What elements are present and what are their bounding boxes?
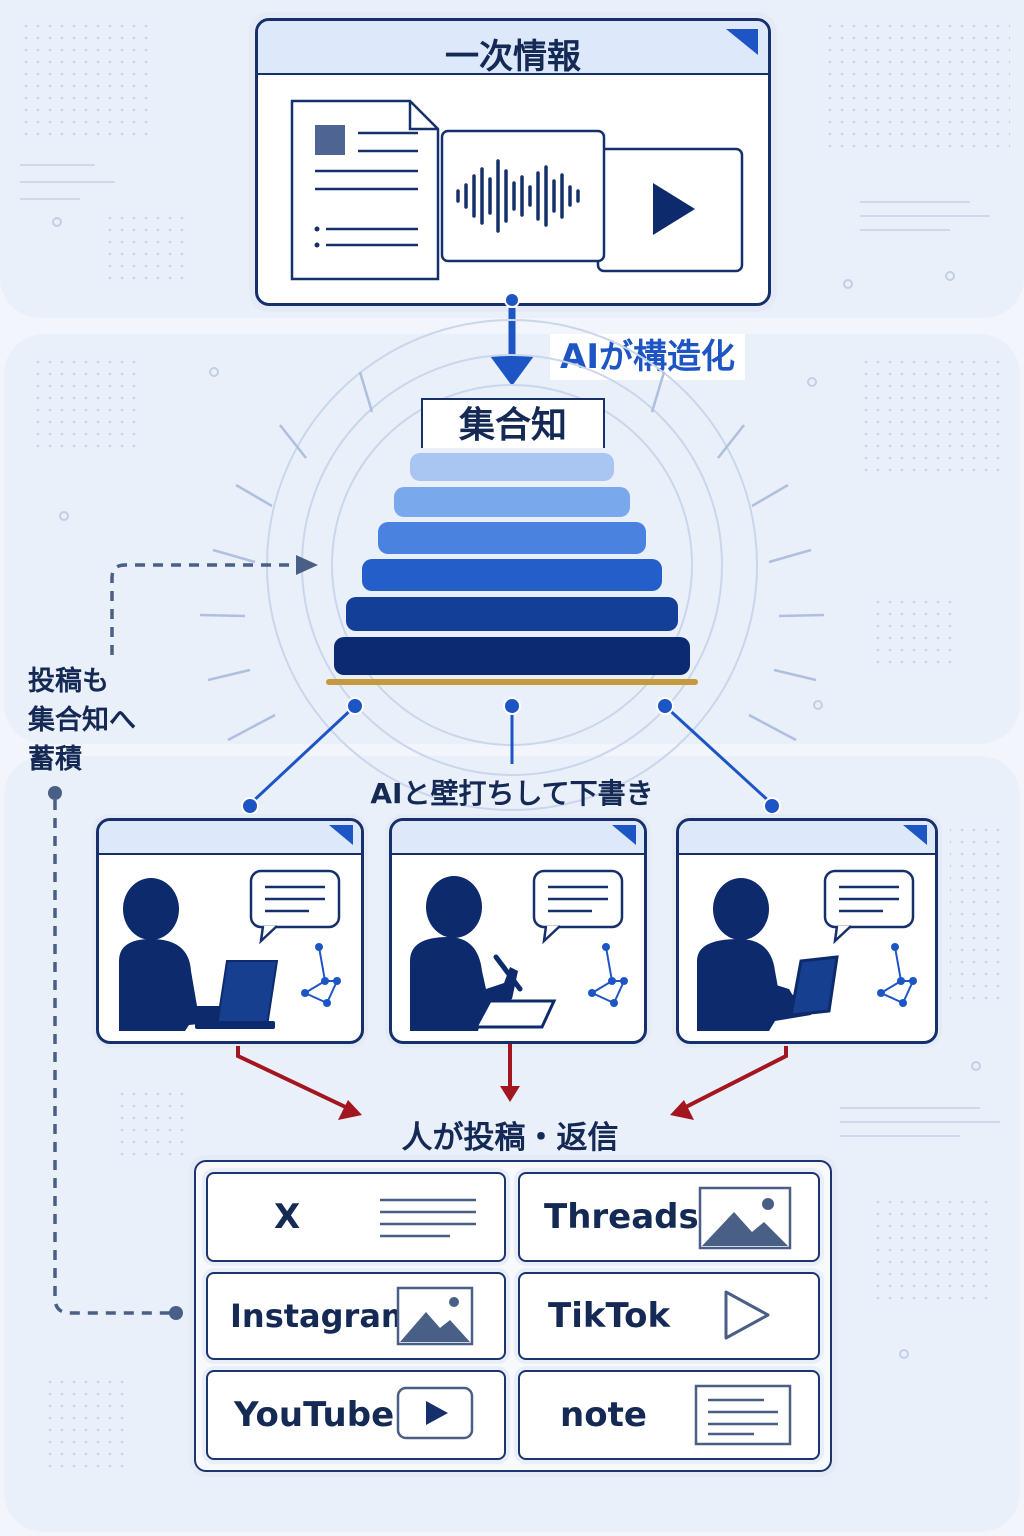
platform-name-x: X (274, 1197, 301, 1237)
image-icon (698, 1186, 792, 1250)
structure-arrow (490, 292, 534, 386)
platform-card-tiktok[interactable]: TikTok (518, 1272, 820, 1360)
pyramid-layer-6 (334, 637, 690, 675)
primary-info-title: 一次情報 (445, 37, 581, 77)
platform-name-instagram: Instagram (230, 1297, 415, 1335)
primary-info-window: 一次情報 (255, 18, 771, 306)
pyramid-layer-1 (410, 453, 614, 481)
post-arrows (236, 1044, 788, 1120)
video-play-icon (396, 1386, 474, 1440)
platform-card-youtube[interactable]: YouTube (206, 1370, 506, 1460)
platform-name-youtube: YouTube (234, 1395, 395, 1435)
feedback-label: 投稿も 集合知へ 蓄積 (28, 662, 136, 779)
pyramid-layer-4 (362, 559, 662, 591)
feedback-loop-arrow (48, 555, 318, 1320)
platform-name-note: note (560, 1395, 647, 1435)
pyramid-layer-5 (346, 597, 678, 631)
platform-card-instagram[interactable]: Instagram (206, 1272, 506, 1360)
window-corner-mark (903, 825, 927, 845)
document-icon (694, 1384, 792, 1446)
knowledge-pyramid (0, 0, 1024, 700)
feedback-label-line-3: 蓄積 (28, 744, 82, 775)
feedback-label-line-1: 投稿も (28, 666, 109, 697)
draft-window-tablet-pen (389, 818, 647, 1044)
pyramid-layer-3 (378, 522, 646, 554)
window-corner-mark (612, 825, 636, 845)
text-lines-icon (380, 1198, 476, 1238)
person-tablet-illustration (697, 869, 917, 1031)
platform-card-note[interactable]: note (518, 1370, 820, 1460)
window-title-bar (258, 21, 768, 75)
platform-name-threads: Threads (544, 1197, 699, 1237)
pyramid-base (326, 679, 698, 685)
window-title-bar (392, 821, 644, 855)
collective-knowledge-label: 集合知 (421, 398, 605, 448)
post-label: 人が投稿・返信 (401, 1120, 619, 1156)
media-cards (290, 99, 744, 281)
person-laptop-illustration (119, 869, 341, 1031)
draft-label: AIと壁打ちして下書き (370, 777, 654, 810)
platform-card-x[interactable]: X (206, 1172, 506, 1262)
platform-name-tiktok: TikTok (548, 1296, 671, 1336)
feedback-label-line-2: 集合知へ (28, 705, 136, 736)
image-icon (396, 1286, 474, 1346)
window-title-bar (99, 821, 361, 855)
window-corner-mark (329, 825, 353, 845)
window-corner-mark (726, 29, 758, 55)
draft-window-laptop (96, 818, 364, 1044)
distribution-lines (241, 697, 781, 815)
platform-card-threads[interactable]: Threads (518, 1172, 820, 1262)
play-outline-icon (724, 1290, 770, 1340)
draft-window-tablet (676, 818, 938, 1044)
pyramid-layer-2 (394, 487, 630, 517)
person-writing-illustration (410, 869, 628, 1031)
window-title-bar (679, 821, 935, 855)
